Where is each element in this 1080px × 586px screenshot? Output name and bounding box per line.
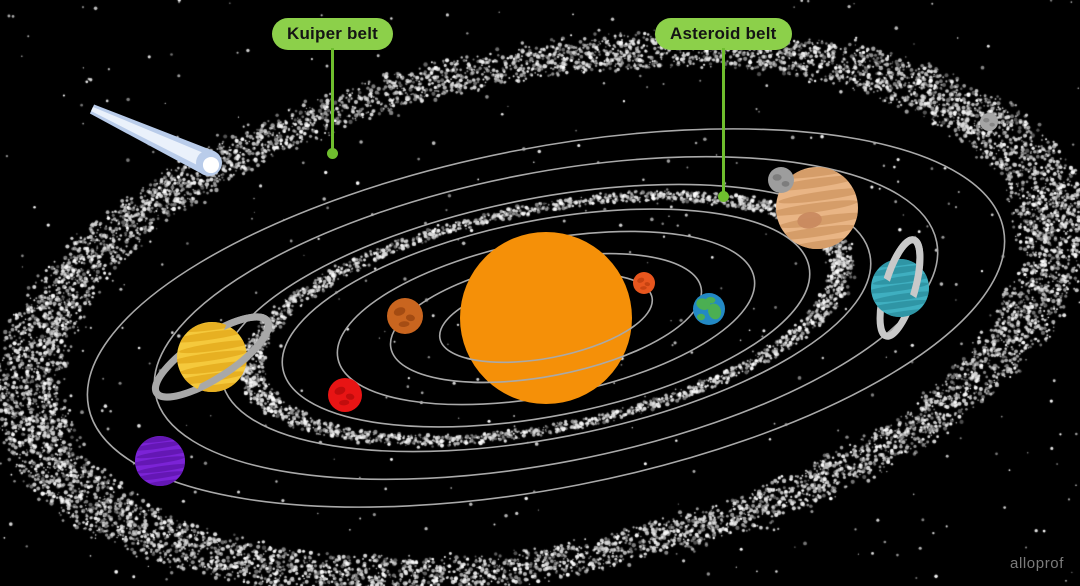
asteroid-belt-leader-line: [721, 48, 725, 196]
kuiper-belt-leader-dot: [327, 148, 338, 159]
label-asteroid-belt[interactable]: Asteroid belt: [655, 18, 792, 202]
kuiper-belt-leader-line: [331, 48, 334, 153]
asteroid-belt-leader-dot: [717, 191, 729, 202]
asteroid-belt-pill: Asteroid belt: [655, 18, 792, 50]
label-kuiper-belt[interactable]: Kuiper belt: [272, 18, 393, 159]
kuiper-belt-pill: Kuiper belt: [272, 18, 393, 50]
alloprof-watermark: alloprof: [1010, 555, 1064, 572]
